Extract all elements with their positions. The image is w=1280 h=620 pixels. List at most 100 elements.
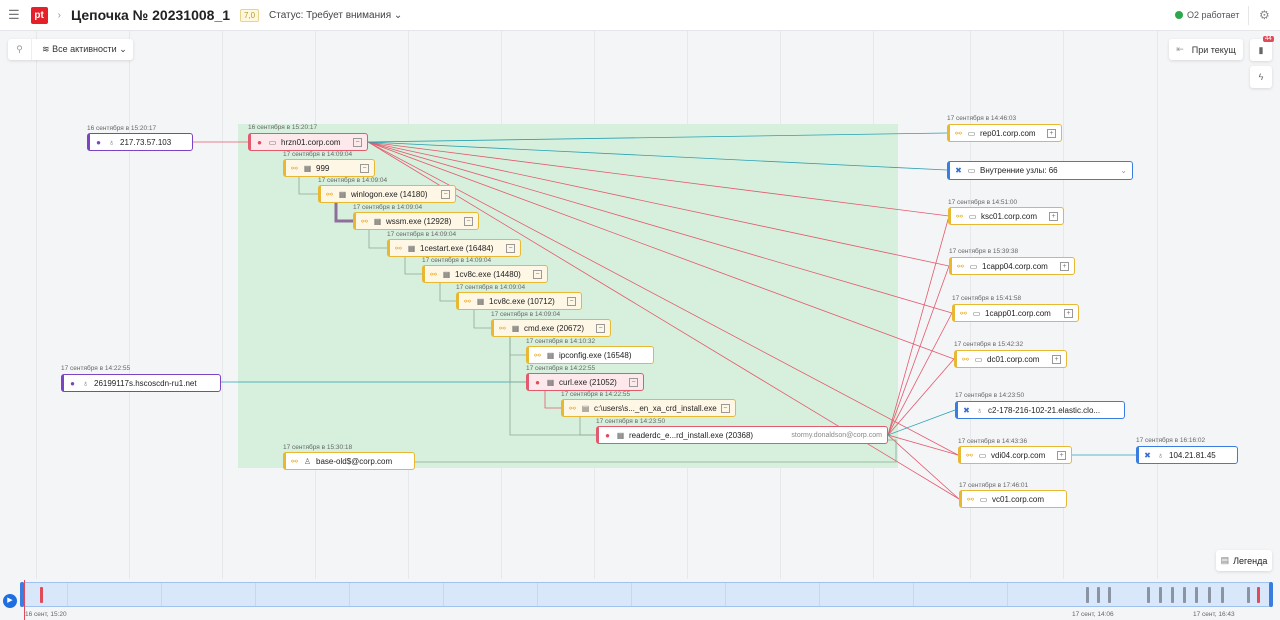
node-external-ip[interactable]: ✖♁104.21.81.45 (1136, 446, 1238, 464)
expand-icon[interactable]: + (1049, 211, 1058, 221)
globe-icon: ♁ (976, 405, 983, 415)
node-external-ip[interactable]: ●♁217.73.57.103 (87, 133, 193, 151)
status-dropdown[interactable]: Статус: Требует внимания ⌄ (269, 10, 402, 21)
link-icon: ⚯ (962, 354, 969, 364)
expand-icon[interactable]: + (1064, 308, 1073, 318)
collapse-icon[interactable]: − (629, 377, 638, 387)
alert-icon: ● (605, 430, 610, 440)
node-timestamp: 17 сентября в 14:09:04 (491, 311, 561, 318)
node-account[interactable]: ⚯♙base-old$@corp.com (283, 452, 415, 470)
current-view-button[interactable]: ⇤При текущ (1169, 39, 1243, 60)
chevron-down-icon[interactable]: ⌄ (1120, 166, 1127, 175)
collapse-icon[interactable]: − (720, 403, 730, 413)
node-timestamp: 17 сентября в 14:22:55 (561, 391, 631, 398)
node-label: readerdc_e...rd_install.exe (20368) (629, 430, 754, 440)
node-label: curl.exe (21052) (559, 377, 617, 387)
collapse-icon[interactable]: − (441, 189, 450, 199)
node-process[interactable]: ⚯▦ipconfig.exe (16548) (526, 346, 654, 364)
timeline-event[interactable] (1097, 587, 1100, 603)
node-host[interactable]: ⚯▭vc01.corp.com (959, 490, 1067, 508)
node-label: c2-178-216-102-21.elastic.clo... (988, 405, 1101, 415)
activity-filter-dropdown[interactable]: ≋ Все активности ⌄ (32, 44, 127, 55)
timeline-event[interactable] (1108, 587, 1111, 603)
node-timestamp: 17 сентября в 14:22:55 (61, 365, 131, 372)
collapse-icon[interactable]: − (596, 323, 605, 333)
expand-icon[interactable]: + (1052, 354, 1061, 364)
gear-icon[interactable]: ⚙ (1259, 8, 1270, 22)
node-host[interactable]: ⚯▭rep01.corp.com+ (947, 124, 1062, 142)
expand-icon[interactable]: + (1047, 128, 1056, 138)
node-process[interactable]: ⚯▦cmd.exe (20672)− (491, 319, 611, 337)
expand-icon[interactable]: + (1060, 261, 1069, 271)
timeline-event[interactable] (1247, 587, 1250, 603)
collapse-icon[interactable]: − (533, 269, 542, 279)
search-icon[interactable]: ⚲ (8, 39, 32, 60)
link-icon: ⚯ (967, 494, 974, 504)
node-host[interactable]: ●▭hrzn01.corp.com− (248, 133, 368, 151)
node-external-host[interactable]: ●♁26199117s.hscoscdn-ru1.net (61, 374, 221, 392)
process-icon: ▦ (303, 163, 312, 173)
logo[interactable]: pt (30, 6, 48, 24)
node-host[interactable]: ⚯▭ksc01.corp.com+ (948, 207, 1064, 225)
node-timestamp: 17 сентября в 14:09:04 (318, 177, 388, 184)
external-icon: ● (96, 137, 101, 147)
node-host[interactable]: ⚯▭dc01.corp.com+ (954, 350, 1067, 368)
process-icon: ▦ (442, 269, 451, 279)
timeline-label: 17 сент, 16:43 (1193, 611, 1235, 618)
actions-button[interactable]: ϟ (1250, 66, 1272, 88)
node-process[interactable]: ●▦readerdc_e...rd_install.exe (20368)sto… (596, 426, 888, 444)
node-host[interactable]: ⚯▭1capp01.corp.com+ (952, 304, 1079, 322)
timeline-handle-left[interactable] (20, 582, 24, 607)
node-group[interactable]: ✖▭Внутренние узлы: 66⌄ (947, 161, 1133, 180)
legend-icon: ▤ (1220, 555, 1230, 565)
menu-icon[interactable]: ☰ (8, 7, 20, 22)
node-process[interactable]: ⚯▦1cv8c.exe (10712)− (456, 292, 582, 310)
timeline-grid (161, 583, 162, 606)
link-icon: ⚯ (361, 216, 368, 226)
timeline-event[interactable] (1183, 587, 1186, 603)
collapse-icon[interactable]: − (567, 296, 576, 306)
collapse-icon[interactable]: − (353, 137, 362, 147)
node-timestamp: 17 сентября в 14:43:36 (958, 438, 1028, 445)
computer-icon: ▭ (968, 211, 977, 221)
node-process[interactable]: ⚯▦winlogon.exe (14180)− (318, 185, 456, 203)
collapse-icon[interactable]: − (506, 243, 515, 253)
timeline-event[interactable] (1159, 587, 1162, 603)
node-timestamp: 16 сентября в 15:20:17 (87, 125, 157, 132)
play-button[interactable]: ▶ (3, 594, 17, 608)
process-icon: ▦ (407, 243, 416, 253)
computer-icon: ▭ (979, 494, 988, 504)
timeline-scrubber[interactable] (22, 582, 1272, 607)
collapse-icon[interactable]: − (464, 216, 473, 226)
timeline-event[interactable] (1171, 587, 1174, 603)
timeline-grid (537, 583, 538, 606)
node-process[interactable]: ⚯▦1cestart.exe (16484)− (387, 239, 521, 257)
collapse-left-icon: ⇤ (1176, 44, 1184, 54)
legend-button[interactable]: ▤Легенда (1216, 550, 1272, 571)
page-title: Цепочка № 20231008_1 (71, 7, 231, 23)
node-process[interactable]: ⚯▦999− (283, 159, 375, 177)
expand-icon[interactable]: + (1057, 450, 1066, 460)
timeline-event[interactable] (1147, 587, 1150, 603)
node-external-host[interactable]: ✖♁c2-178-216-102-21.elastic.clo... (955, 401, 1125, 419)
node-host[interactable]: ⚯▭1capp04.corp.com+ (949, 257, 1075, 275)
timeline-event[interactable] (1221, 587, 1224, 603)
timeline-event[interactable] (1086, 587, 1089, 603)
notifications-button[interactable]: ▮ (1250, 39, 1272, 61)
link-icon: ⚯ (534, 350, 541, 360)
timeline-event[interactable] (40, 587, 43, 603)
node-label: ksc01.corp.com (981, 211, 1038, 221)
node-process[interactable]: ⚯▦wssm.exe (12928)− (353, 212, 479, 230)
timeline-grid (255, 583, 256, 606)
timeline-event[interactable] (1208, 587, 1211, 603)
node-host[interactable]: ⚯▭vdi04.corp.com+ (958, 446, 1072, 464)
node-process[interactable]: ⚯▦1cv8c.exe (14480)− (422, 265, 548, 283)
timeline-handle-right[interactable] (1269, 582, 1273, 607)
node-process[interactable]: ●▦curl.exe (21052)− (526, 373, 644, 391)
timeline-event[interactable] (1257, 587, 1260, 603)
external-icon: ● (70, 378, 75, 388)
process-icon: ▦ (546, 377, 555, 387)
collapse-icon[interactable]: − (360, 163, 369, 173)
node-file[interactable]: ⚯▤c:\users\s..._en_xa_crd_install.exe− (561, 399, 736, 417)
timeline-event[interactable] (1195, 587, 1198, 603)
